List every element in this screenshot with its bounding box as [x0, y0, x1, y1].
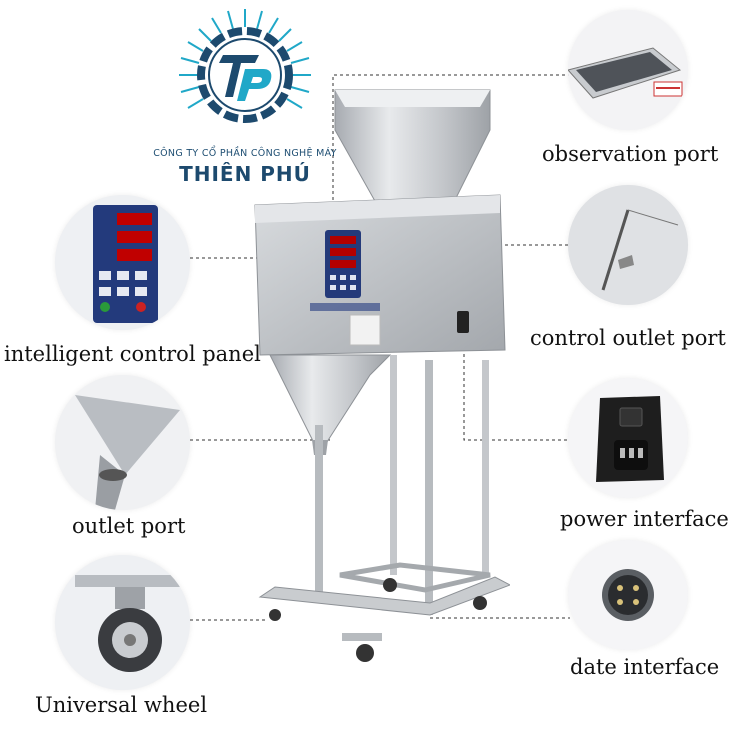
outlet-port-label: outlet port [72, 514, 186, 538]
intelligent-control-panel-image [55, 195, 190, 330]
universal-wheel-label: Universal wheel [35, 693, 208, 717]
control-outlet-port-image [568, 185, 688, 305]
power-interface-label: power interface [560, 507, 729, 531]
company-logo [150, 5, 340, 145]
control-outlet-port-label: control outlet port [530, 326, 726, 350]
power-interface-image [568, 378, 688, 498]
outlet-port-image [55, 375, 190, 510]
date-interface-label: date interface [570, 655, 720, 679]
company-name: THIÊN PHÚ [179, 162, 311, 186]
intelligent-control-panel-label: intelligent control panel [4, 342, 261, 366]
universal-wheel-image [55, 555, 190, 690]
company-line: CÔNG TY CỔ PHẦN CÔNG NGHỆ MÁY [153, 148, 337, 159]
date-interface-image [568, 540, 688, 650]
observation-port-label: observation port [542, 142, 719, 166]
observation-port-image [568, 10, 688, 130]
machine-illustration [250, 85, 512, 670]
